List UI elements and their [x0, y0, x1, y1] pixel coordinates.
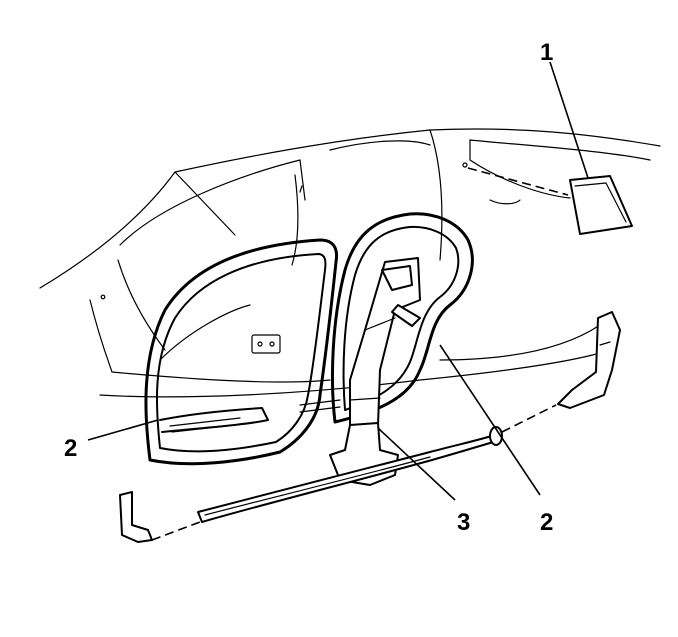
- callout-3: 3: [457, 509, 470, 536]
- callout-1: 1: [540, 39, 553, 66]
- rear-quarter-lower-trim: [557, 311, 621, 409]
- front-door-weatherstrip: [144, 238, 339, 466]
- vehicle-body-outline: [39, 128, 661, 398]
- rear-door-weatherstrip: [299, 212, 474, 424]
- rear-quarter-upper-trim: [569, 175, 633, 235]
- callout-2-left: 2: [64, 435, 77, 462]
- front-lower-trim-piece: [119, 491, 153, 543]
- callout-2-right: 2: [540, 509, 553, 536]
- leader-lines: [87, 61, 589, 501]
- rocker-sill-panel: [197, 426, 503, 523]
- alignment-lines: [151, 167, 569, 541]
